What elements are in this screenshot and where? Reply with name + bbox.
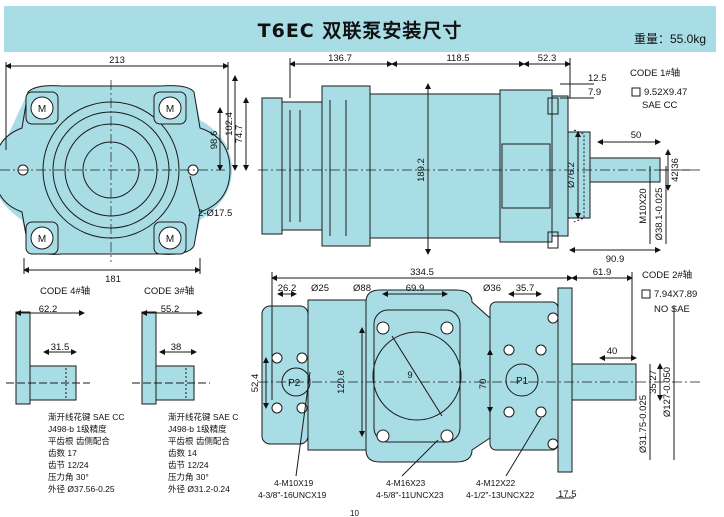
dim-7-9: 7.9 xyxy=(588,87,601,98)
dim-17-5: 17.5 xyxy=(558,489,577,500)
dim-35-27: 35.27 xyxy=(648,370,659,394)
side-view xyxy=(243,58,700,255)
dim-36: Ø36 xyxy=(483,283,501,294)
note: 压力角 30° xyxy=(48,472,89,482)
code2-std: NO SAE xyxy=(654,304,690,315)
code2-key: 7.94X7.89 xyxy=(654,289,697,300)
dim-38-1: Ø38.1-0.025 xyxy=(654,188,665,241)
dim-69-9: 69.9 xyxy=(406,283,425,294)
dim-70: 70 xyxy=(478,379,489,390)
front-view xyxy=(0,62,238,274)
note: 齿数 14 xyxy=(168,448,197,458)
code3-title: CODE 3#轴 xyxy=(144,285,194,297)
dim-31-75: Ø31.75-0.025 xyxy=(638,395,649,453)
note: 渐开线花键 SAE C xyxy=(168,412,238,422)
dim-42-36: 42.36 xyxy=(670,158,681,182)
dim-213: 213 xyxy=(109,55,125,66)
m-mark-4: M xyxy=(166,234,174,245)
dim-127: Ø127-0.050 xyxy=(662,367,673,417)
m-mark-2: M xyxy=(166,104,174,115)
dim-55-2: 55.2 xyxy=(161,304,180,315)
dim-88: Ø88 xyxy=(353,283,371,294)
dim-118-5: 118.5 xyxy=(446,53,469,64)
dim-35-7: 35.7 xyxy=(516,283,535,294)
dim-181: 181 xyxy=(105,274,121,285)
dim-m10x20: M10X20 xyxy=(638,188,649,223)
dim-52-3: 52.3 xyxy=(538,53,557,64)
dim-26-2: 26.2 xyxy=(278,283,297,294)
dim-38: 38 xyxy=(171,342,182,353)
dim-136-7: 136.7 xyxy=(328,53,352,64)
title-banner: T6EC 双联泵安装尺寸 重量：55.0kg xyxy=(4,6,716,52)
dim-40: 40 xyxy=(607,346,618,357)
note: 齿数 17 xyxy=(48,448,77,458)
note: J498-b 1级精度 xyxy=(168,424,227,434)
note: 渐开线花键 SAE CC xyxy=(48,412,125,422)
m-mark-1: M xyxy=(38,104,46,115)
code1-std: SAE CC xyxy=(642,100,678,111)
page-title: T6EC 双联泵安装尺寸 xyxy=(257,20,463,42)
dim-334-5: 334.5 xyxy=(410,267,434,278)
weight-label: 重量：55.0kg xyxy=(633,32,706,46)
dim-25: Ø25 xyxy=(311,283,329,294)
hole-label: 2-Ø17.5 xyxy=(198,208,232,219)
port-p2: P2 xyxy=(288,378,301,389)
dim-9: 9 xyxy=(407,370,412,381)
note: 齿节 12/24 xyxy=(48,460,89,470)
code1-key: 9.52X9.47 xyxy=(644,87,687,98)
thread-2b: 4-5/8"-11UNCX23 xyxy=(376,490,444,500)
thread-3a: 4-M12X22 xyxy=(476,478,515,488)
code4-title: CODE 4#轴 xyxy=(40,285,90,297)
thread-2a: 4-M16X23 xyxy=(386,478,425,488)
note: 外径 Ø31.2-0.24 xyxy=(168,484,230,494)
dim-90-9: 90.9 xyxy=(606,254,625,265)
m-mark-3: M xyxy=(38,234,46,245)
port-p1: P1 xyxy=(516,376,529,387)
dim-31-5: 31.5 xyxy=(51,342,70,353)
dim-120-6: 120.6 xyxy=(336,370,347,394)
dim-50: 50 xyxy=(631,130,642,141)
dim-61-9: 61.9 xyxy=(593,267,612,278)
dim-98-6: 98.6 xyxy=(209,131,220,150)
dim-52-4: 52.4 xyxy=(250,374,261,393)
dim-62-2: 62.2 xyxy=(39,304,58,315)
thread-1a: 4-M10X19 xyxy=(274,478,313,488)
note: 平齿根 齿侧配合 xyxy=(168,436,230,446)
code2-title: CODE 2#轴 xyxy=(642,269,692,281)
note: 平齿根 齿侧配合 xyxy=(48,436,110,446)
page-number: 10 xyxy=(350,509,359,517)
dim-74-7: 74.7 xyxy=(234,125,245,144)
thread-3b: 4-1/2"-13UNCX22 xyxy=(466,490,534,500)
code3-notes: 渐开线花键 SAE C J498-b 1级精度 平齿根 齿侧配合 齿数 14 齿… xyxy=(168,412,238,494)
note: 外径 Ø37.56-0.25 xyxy=(48,484,115,494)
top-view xyxy=(258,272,700,499)
dim-189-2: 189.2 xyxy=(416,158,427,182)
code4-notes: 渐开线花键 SAE CC J498-b 1级精度 平齿根 齿侧配合 齿数 17 … xyxy=(48,412,125,494)
note: 齿节 12/24 xyxy=(168,460,209,470)
note: 压力角 30° xyxy=(168,472,209,482)
dim-102-4: 102.4 xyxy=(224,112,235,136)
note: J498-b 1级精度 xyxy=(48,424,107,434)
code1-title: CODE 1#轴 xyxy=(630,67,680,79)
dim-12-5: 12.5 xyxy=(588,73,607,84)
code3-shaft xyxy=(132,310,210,405)
thread-1b: 4-3/8"-16UNCX19 xyxy=(258,490,326,500)
code4-shaft xyxy=(6,310,90,405)
dim-76-2: Ø76.2 xyxy=(566,162,577,188)
